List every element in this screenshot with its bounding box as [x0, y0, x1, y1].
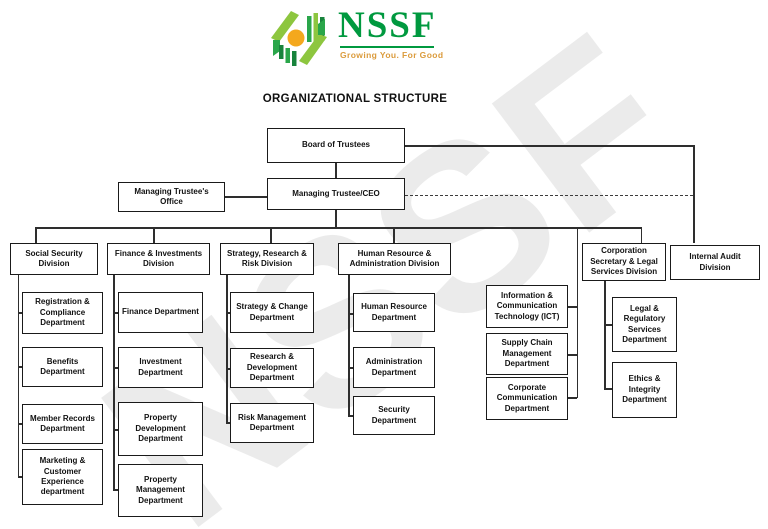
node-dept-supply-chain: Supply Chain Management Department	[486, 333, 568, 375]
node-dept-administration: Administration Department	[353, 347, 435, 388]
brand-rule	[340, 45, 434, 48]
node-division-hr-admin: Human Resource & Administration Division	[338, 243, 451, 275]
stub	[604, 324, 612, 326]
node-dept-corporate-communication: Corporate Communication Department	[486, 377, 568, 420]
node-dept-registration-compliance: Registration & Compliance Department	[22, 292, 103, 334]
node-managing-trustee-office: Managing Trustee's Office	[118, 182, 225, 212]
brand-tagline: Growing You. For Good	[340, 49, 444, 60]
node-dept-property-management: Property Management Department	[118, 464, 203, 517]
stub	[226, 368, 230, 370]
connector-office-ceo	[224, 196, 267, 198]
stub	[113, 429, 118, 431]
spine-social-security	[17, 275, 19, 477]
stub	[226, 312, 230, 314]
stub	[17, 476, 23, 478]
stub	[113, 489, 118, 491]
node-division-strategy-risk: Strategy, Research & Risk Division	[220, 243, 314, 275]
stub	[17, 366, 23, 368]
node-dept-benefits: Benefits Department	[22, 347, 103, 387]
nssf-logo: NSSF Growing You. For Good	[266, 5, 444, 69]
spine-strategy	[226, 275, 228, 423]
nssf-emblem-icon	[271, 11, 327, 66]
node-division-finance-investments: Finance & Investments Division	[107, 243, 210, 275]
stub	[604, 388, 612, 390]
node-dept-human-resource: Human Resource Department	[353, 293, 435, 332]
spine-finance	[113, 275, 115, 490]
node-dept-ethics-integrity: Ethics & Integrity Department	[612, 362, 677, 418]
drop-strategy	[270, 227, 272, 243]
stub	[113, 312, 118, 314]
drop-corp-secretary	[640, 227, 642, 243]
dashed-reporting-line	[405, 195, 693, 196]
connector-board-audit-vertical	[693, 145, 695, 243]
page-title: ORGANIZATIONAL STRUCTURE	[262, 93, 448, 105]
stub	[17, 423, 23, 425]
stub	[568, 354, 577, 356]
node-dept-security: Security Department	[353, 396, 435, 435]
node-division-corp-secretary: Corporation Secretary & Legal Services D…	[582, 243, 666, 281]
drop-social-security	[35, 227, 37, 243]
connector-ceo-down	[335, 210, 337, 227]
node-dept-member-records: Member Records Department	[22, 404, 103, 444]
node-board-of-trustees: Board of Trustees	[267, 128, 405, 163]
connector-board-ceo	[335, 163, 337, 178]
node-dept-finance: Finance Department	[118, 292, 203, 333]
stub	[568, 306, 577, 308]
distribution-line	[35, 227, 642, 229]
node-managing-trustee-ceo: Managing Trustee/CEO	[267, 178, 405, 210]
spine-corp-secretary	[604, 281, 606, 389]
node-dept-ict: Information & Communication Technology (…	[486, 285, 568, 328]
node-dept-legal-regulatory: Legal & Regulatory Services Department	[612, 297, 677, 352]
stub	[348, 313, 353, 315]
logo-text: NSSF Growing You. For Good	[338, 5, 444, 60]
node-dept-research-development: Research & Development Department	[230, 348, 314, 388]
drop-hr	[393, 227, 395, 243]
brand-name: NSSF	[338, 5, 437, 46]
drop-finance	[153, 227, 155, 243]
stub	[348, 367, 353, 369]
node-dept-risk-management: Risk Management Department	[230, 403, 314, 443]
node-dept-property-development: Property Development Department	[118, 402, 203, 456]
stub	[17, 312, 23, 314]
node-dept-marketing-customer-experience: Marketing & Customer Experience departme…	[22, 449, 103, 505]
spine-hr	[348, 275, 350, 416]
stub	[226, 422, 230, 424]
node-dept-investment: Investment Department	[118, 347, 203, 388]
stub	[568, 397, 577, 399]
stub	[113, 367, 118, 369]
node-division-internal-audit: Internal Audit Division	[670, 245, 760, 280]
spine-ceo-direct	[576, 227, 578, 398]
connector-board-audit-horizontal	[404, 145, 694, 147]
node-dept-strategy-change: Strategy & Change Department	[230, 292, 314, 333]
stub	[348, 415, 353, 417]
node-division-social-security: Social Security Division	[10, 243, 98, 275]
